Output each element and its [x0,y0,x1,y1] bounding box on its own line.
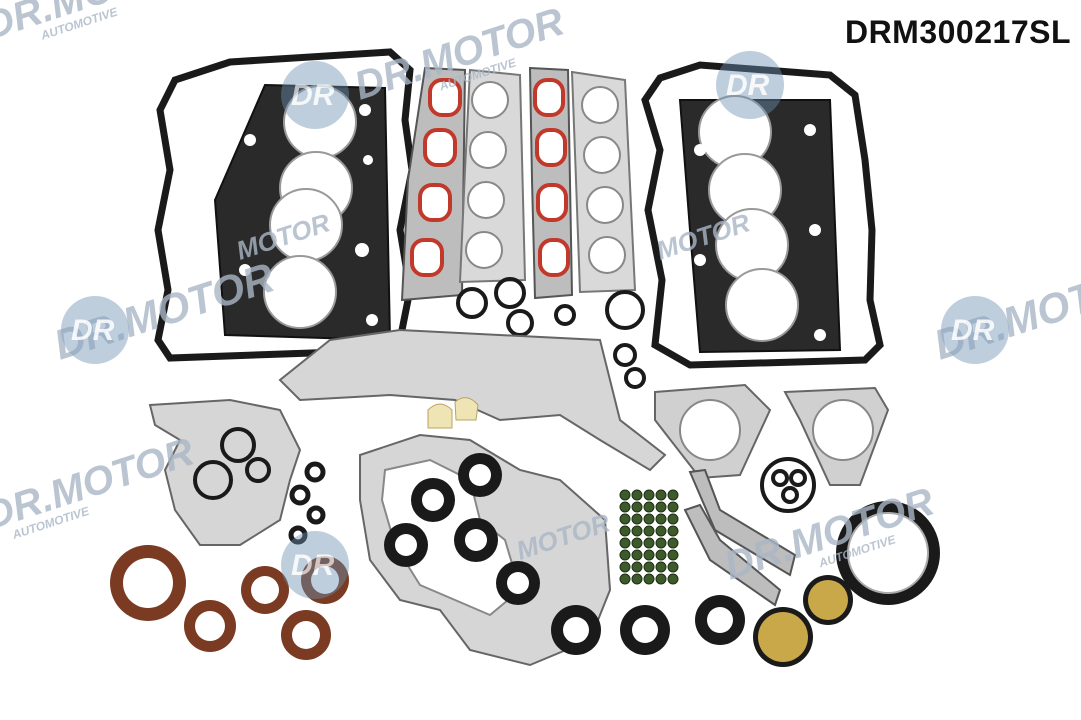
black-shaft-seals [288,453,745,655]
product-code: DRM300217SL [844,14,1071,50]
small-o-rings [456,277,646,389]
right-valve-cover-gasket [641,61,884,369]
cam-end-plugs [753,575,853,667]
tensioner-pads [427,397,479,429]
chain-guide-gaskets [683,468,797,607]
intake-gasket-left [400,66,467,302]
right-head-gasket [678,95,842,354]
exhaust-gasket-right [570,70,637,294]
water-pump-gasket [148,398,302,546]
exhaust-flange-gaskets [654,383,890,486]
exhaust-gasket-left [458,68,527,284]
oil-pump-o-rings [760,457,816,513]
left-valve-cover-gasket [154,48,416,362]
left-head-gasket [213,83,392,342]
crankshaft-seal-rear [836,501,940,605]
timing-cover-gasket [278,328,667,667]
crankshaft-seal-front [110,545,186,621]
valve-stem-seals [619,489,679,585]
intake-gasket-right [528,66,574,300]
